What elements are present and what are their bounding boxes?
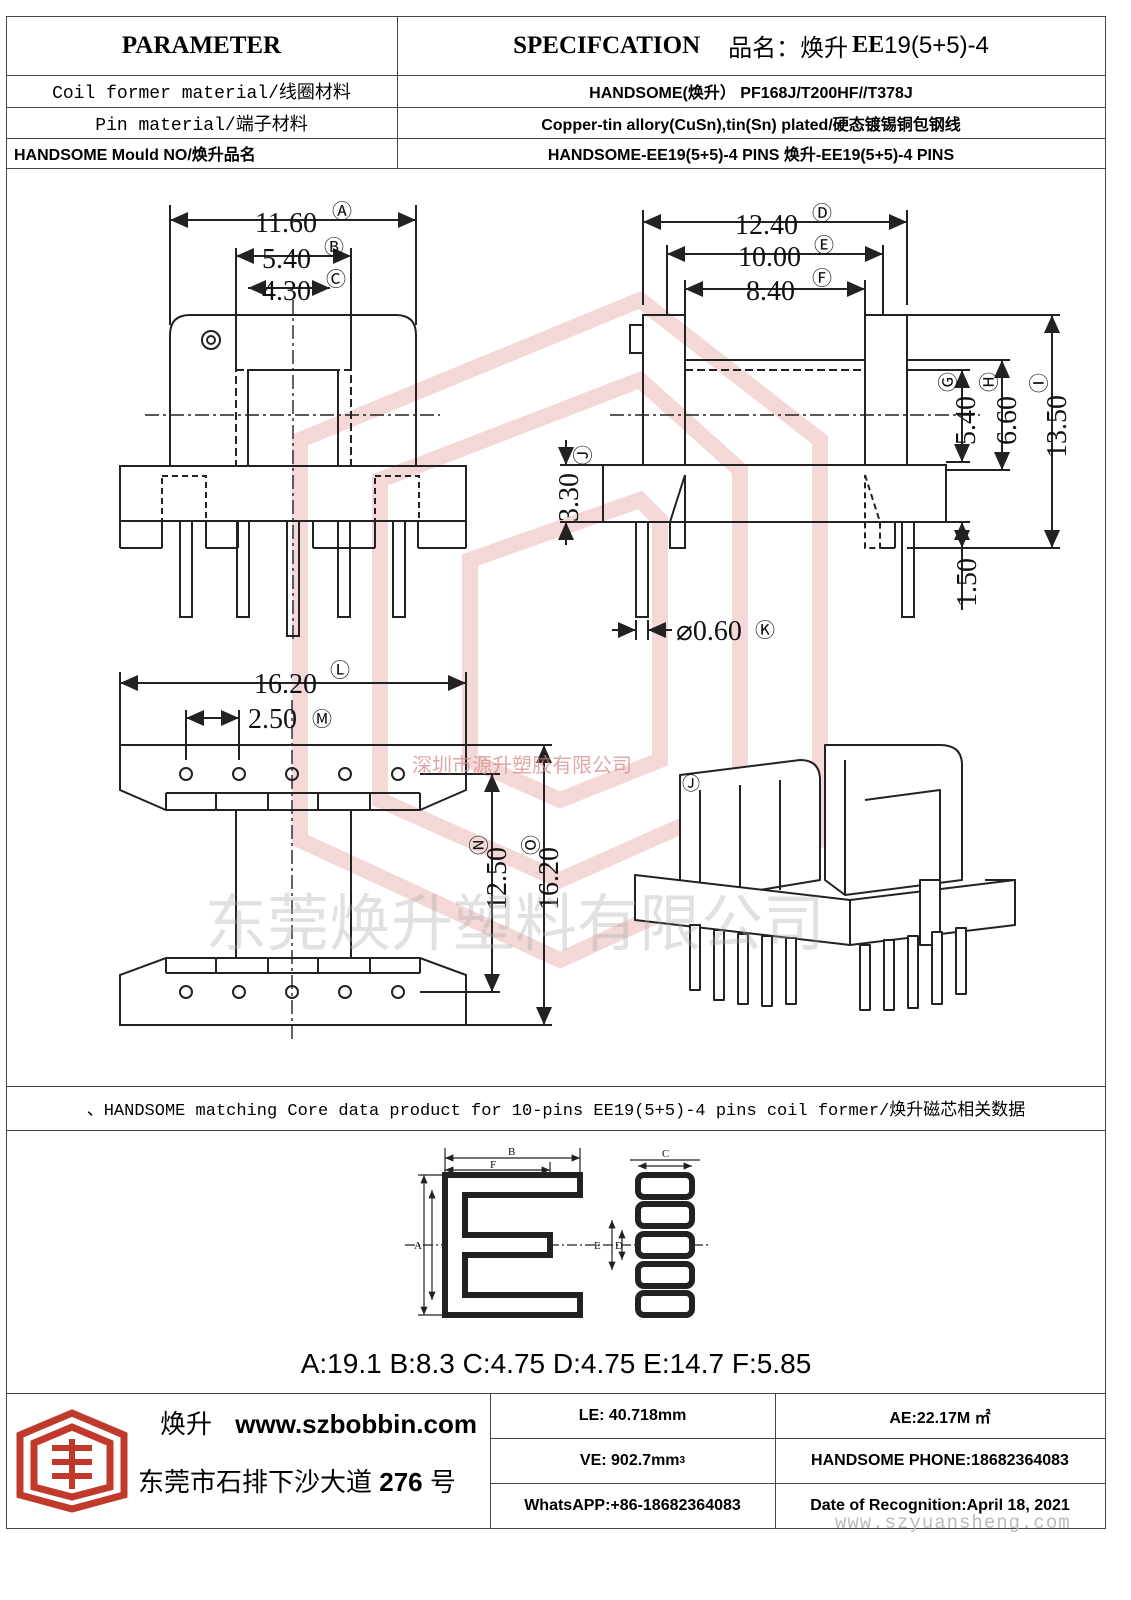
core-data-title: 、HANDSOME matching Core data product for… (86, 1102, 1026, 1121)
dim-a-marker: Ⓐ (332, 200, 352, 223)
footer-brand-line: 焕升 www.szbobbin.com (160, 1404, 477, 1441)
front-view-dims: 11.60 Ⓐ 5.40 Ⓑ 4.30 Ⓒ (255, 200, 352, 307)
dim-n: 12.50 (482, 847, 513, 910)
core-label-d: D (615, 1240, 623, 1252)
footer-address-suffix: 号 (429, 1468, 456, 1498)
parameter-header: PARAMETER (121, 31, 282, 59)
mould-no-value: HANDSOME-EE19(5+5)-4 PINS 焕升-EE19(5+5)-4… (547, 147, 955, 164)
pin-material-label: Pin material/端子材料 (95, 115, 308, 136)
ve-superscript: 3 (679, 1455, 686, 1466)
ve-text: VE: 902.7mm (579, 1451, 680, 1469)
dim-f-marker: Ⓕ (812, 267, 832, 290)
front-view (119, 205, 467, 640)
dim-d-marker: Ⓓ (812, 202, 832, 225)
dim-o: 16.20 (534, 847, 565, 910)
bottom-view-dims: 16.20 Ⓛ 2.50 Ⓜ 12.50 Ⓝ 16.20 Ⓞ (248, 659, 565, 910)
dim-j: 3.30 (554, 473, 585, 522)
product-name-label: 品名：焕升 (728, 35, 849, 62)
specification-label: SPECIFCATION (513, 31, 701, 59)
phone-value: HANDSOME PHONE:18682364083 (811, 1451, 1069, 1469)
dim-e-marker: Ⓔ (814, 234, 834, 257)
side-view-dims: 12.40 Ⓓ 10.00 Ⓔ 8.40 Ⓕ 5.40 Ⓖ 6.60 Ⓗ 13.… (554, 202, 1073, 647)
footer-address-number: 276 (379, 1467, 423, 1497)
date-value: Date of Recognition:April 18, 2021 (810, 1496, 1070, 1514)
dim-i-marker: Ⓘ (1028, 373, 1051, 393)
watermark-large: 东莞焕升塑料有限公司 (205, 887, 825, 960)
side-view (558, 210, 1060, 640)
dim-j-iso-marker: Ⓙ (682, 774, 700, 794)
core-label-a: A (414, 1240, 422, 1252)
dim-pin-length: 1.50 (952, 558, 983, 607)
core-label-e: E (594, 1240, 601, 1252)
coil-material-value: HANDSOME(焕升） PF168J/T200HF//T378J (589, 85, 913, 102)
dim-c: 4.30 (262, 276, 311, 307)
whatsapp-value: WhatsAPP:+86-18682364083 (524, 1496, 741, 1514)
product-name-bold: EE (852, 32, 885, 58)
core-values: A:19.1 B:8.3 C:4.75 D:4.75 E:14.7 F:5.85 (300, 1348, 812, 1379)
dim-f: 8.40 (746, 276, 795, 307)
product-name-rest: 19(5+5)-4 (884, 31, 989, 59)
footer-website: www.szbobbin.com (235, 1409, 477, 1439)
dim-m: 2.50 (248, 704, 297, 735)
dim-b: 5.40 (262, 244, 311, 275)
dim-o-marker: Ⓞ (520, 835, 543, 855)
dim-j-marker: Ⓙ (572, 445, 595, 465)
dim-m-marker: Ⓜ (312, 708, 332, 731)
pin-material-value: Copper-tin allory(CuSn),tin(Sn) plated/硬… (541, 116, 961, 134)
watermark-small: 深圳市源升塑胶有限公司 (412, 753, 632, 777)
dim-d: 12.40 (735, 210, 798, 241)
footer-address: 东莞市石排下沙大道 276 号 (138, 1462, 456, 1499)
coil-material-label: Coil former material/线圈材料 (52, 84, 351, 104)
dim-a: 11.60 (255, 208, 317, 239)
technical-drawing: 11.60 Ⓐ 5.40 Ⓑ 4.30 Ⓒ (119, 200, 1073, 1040)
core-label-f: F (490, 1159, 496, 1171)
dim-k: ⌀0.60 (676, 616, 742, 647)
dim-n-marker: Ⓝ (468, 835, 491, 855)
dim-c-marker: Ⓒ (326, 268, 346, 291)
dim-i: 13.50 (1042, 395, 1073, 458)
dim-h-marker: Ⓗ (978, 372, 1001, 392)
dim-g: 5.40 (951, 396, 982, 445)
dim-l-marker: Ⓛ (330, 659, 350, 682)
watermark-url: www.szyuansheng.com (835, 1512, 1071, 1534)
dim-k-marker: Ⓚ (755, 619, 775, 642)
mould-no-label: HANDSOME Mould NO/焕升品名 (14, 147, 256, 164)
ae-value: AE:22.17M ㎡ (889, 1409, 991, 1427)
le-value: LE: 40.718mm (578, 1406, 687, 1424)
dim-g-marker: Ⓖ (937, 372, 960, 392)
footer-address-prefix: 东莞市石排下沙大道 (138, 1468, 373, 1498)
specification-header: SPECIFCATION 品名：焕升 EE 19(5+5)-4 (397, 16, 1105, 75)
footer-brand: 焕升 (160, 1410, 213, 1440)
company-logo (16, 1409, 128, 1513)
isometric-view (634, 744, 1016, 1011)
bottom-view (119, 672, 552, 1040)
core-label-b: B (508, 1146, 515, 1158)
dim-l: 16.20 (254, 669, 317, 700)
dim-b-marker: Ⓑ (324, 236, 344, 259)
core-drawing: B F A E C D (405, 1146, 710, 1318)
dim-h: 6.60 (992, 396, 1023, 445)
dim-e: 10.00 (738, 242, 801, 273)
core-label-c: C (662, 1148, 669, 1160)
